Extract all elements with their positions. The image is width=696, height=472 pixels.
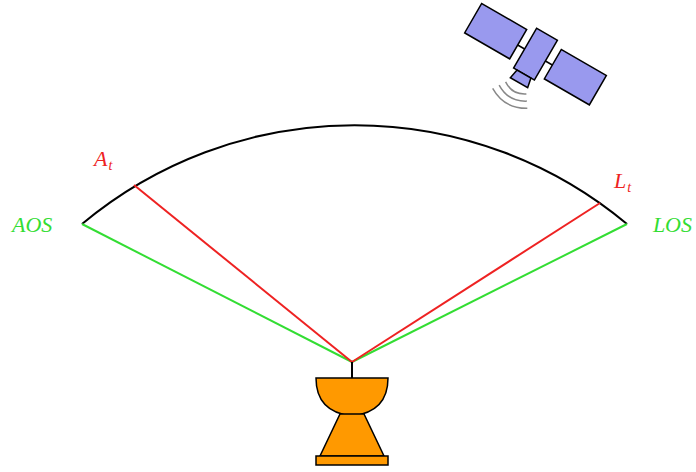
aos-label: AOS xyxy=(12,214,52,236)
lt-subscript: t xyxy=(627,181,631,195)
los-label: LOS xyxy=(653,214,692,236)
at-subscript: t xyxy=(108,159,112,173)
at-label: A xyxy=(94,148,107,170)
satellite xyxy=(445,0,610,139)
lt-line xyxy=(352,203,600,362)
at-line xyxy=(134,185,352,362)
antenna xyxy=(316,362,388,465)
aos-line xyxy=(82,224,352,362)
lt-label: L xyxy=(614,170,626,192)
los-line xyxy=(352,224,627,362)
